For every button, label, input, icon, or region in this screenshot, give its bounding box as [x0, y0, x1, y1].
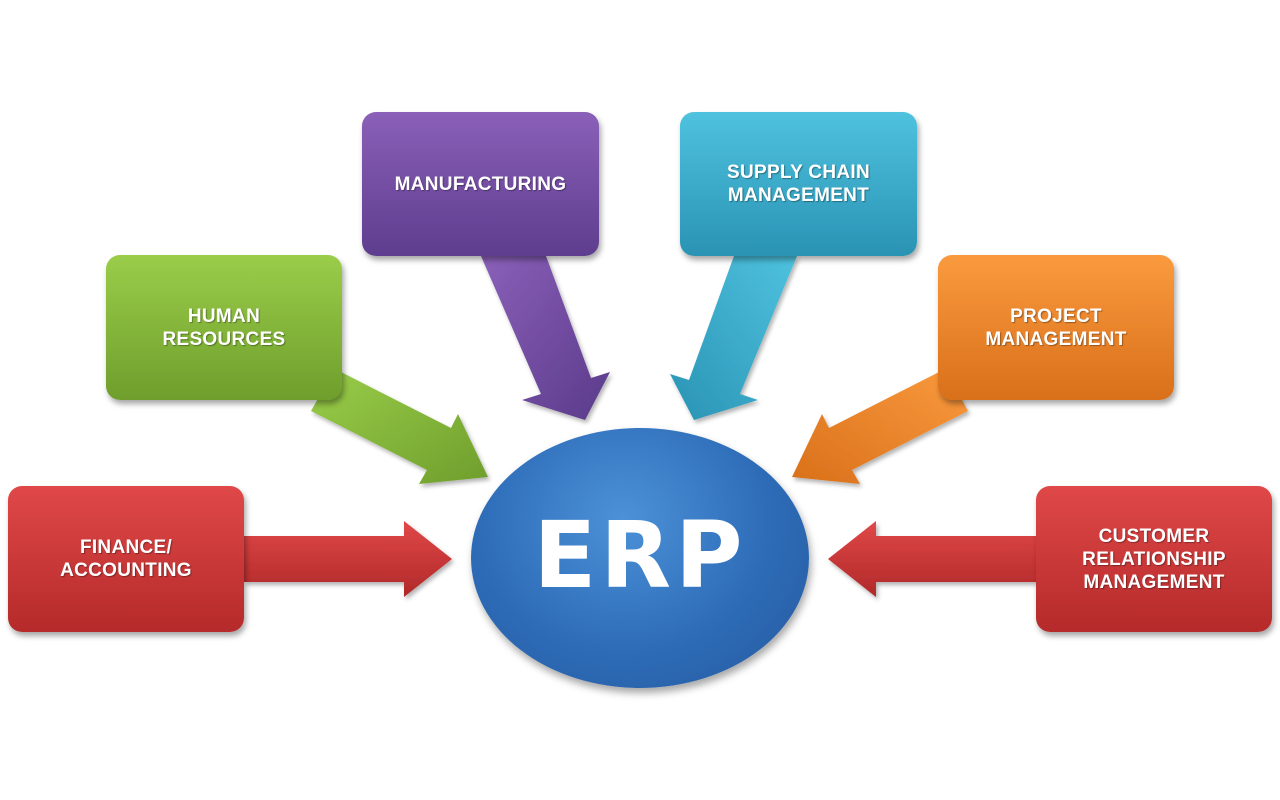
module-scm-line-1: SUPPLY CHAIN [727, 162, 870, 183]
module-pm-line-1: PROJECT [1010, 305, 1102, 327]
erp-hub: ERP [471, 428, 809, 688]
module-supply-chain-management: SUPPLY CHAIN MANAGEMENT [680, 112, 917, 256]
erp-hub-label: ERP [533, 501, 747, 609]
module-finance-line-1: FINANCE/ [79, 537, 173, 558]
module-hr-line-2: RESOURCES [162, 328, 286, 350]
module-crm-line-1: CUSTOMER [1098, 525, 1210, 547]
module-finance-line-2: ACCOUNTING [60, 560, 192, 581]
module-pm-line-2: MANAGEMENT [985, 328, 1127, 350]
arrow-manufacturing [481, 256, 610, 420]
module-human-resources: HUMAN RESOURCES [106, 255, 342, 400]
arrow-crm [828, 521, 1036, 597]
module-project-management: PROJECT MANAGEMENT [938, 255, 1174, 400]
module-crm-line-3: MANAGEMENT [1083, 571, 1225, 593]
module-crm-line-2: RELATIONSHIP [1082, 548, 1226, 570]
module-scm-line-2: MANAGEMENT [727, 185, 870, 206]
arrow-finance [244, 521, 452, 597]
module-customer-relationship-management: CUSTOMER RELATIONSHIP MANAGEMENT [1036, 486, 1272, 632]
module-manufacturing: MANUFACTURING [362, 112, 599, 256]
arrow-hr [311, 369, 488, 484]
arrow-supply-chain [670, 256, 797, 420]
arrow-project [792, 369, 968, 484]
module-hr-line-1: HUMAN [187, 305, 261, 327]
module-manufacturing-line-1: MANUFACTURING [394, 173, 567, 195]
module-finance-accounting: FINANCE/ ACCOUNTING [8, 486, 244, 632]
